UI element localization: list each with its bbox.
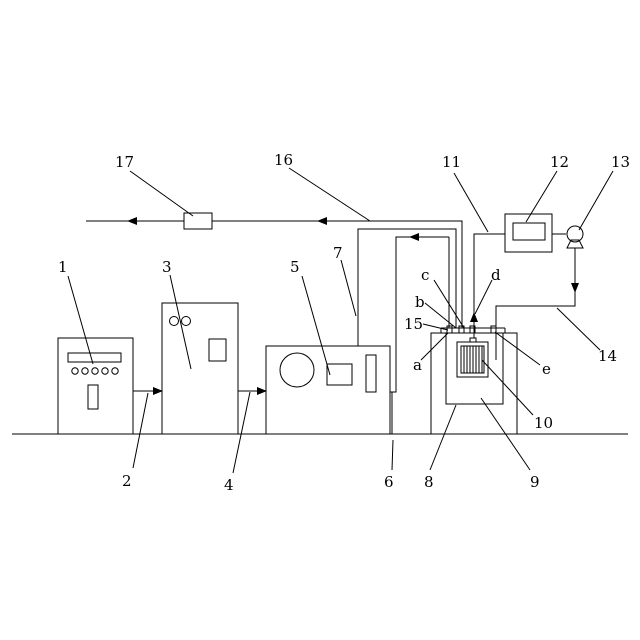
label-4: 4 [224,476,234,494]
label-12: 12 [550,153,569,171]
label-5: 5 [290,258,300,276]
label-c: c [421,266,429,284]
label-15: 15 [404,315,423,333]
label-a: a [413,356,422,374]
label-8: 8 [424,473,434,491]
device-3-cabinet [162,303,238,434]
pipe-6 [390,237,449,434]
label-11: 11 [442,153,461,171]
device-10-vessel [457,338,488,377]
label-2: 2 [122,472,132,490]
label-3: 3 [162,258,172,276]
label-16: 16 [274,151,293,169]
device-13-pump [567,226,583,248]
device-8-enclosure [431,328,517,434]
label-1: 1 [58,258,68,276]
leader-lines [68,168,613,473]
device-1-control-cabinet [58,338,133,434]
line-14 [496,248,575,360]
label-14: 14 [598,347,617,365]
device-17-box [184,213,212,229]
label-e: e [542,360,551,378]
label-b: b [415,293,425,311]
device-5-unit [266,346,390,434]
label-10: 10 [534,414,553,432]
label-d: d [491,266,501,284]
label-6: 6 [384,473,394,491]
label-17: 17 [115,153,134,171]
label-13: 13 [611,153,630,171]
label-7: 7 [333,244,343,262]
device-12-monitor [505,214,552,252]
label-9: 9 [530,473,540,491]
